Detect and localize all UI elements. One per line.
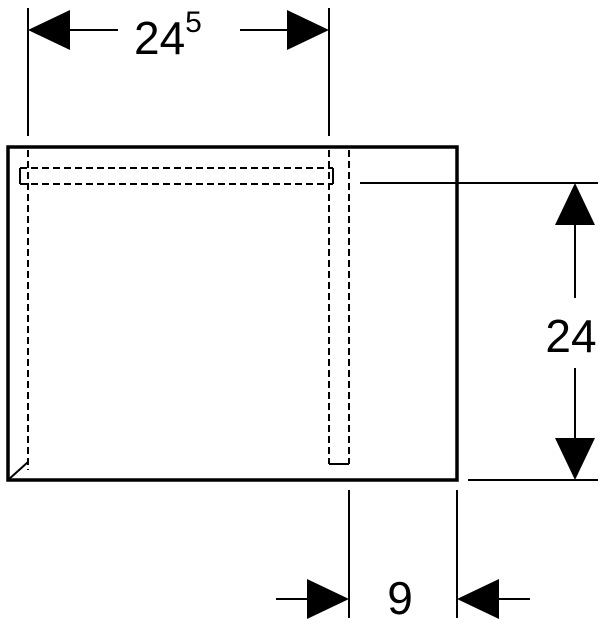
- bottom-arrow-left: [307, 579, 349, 619]
- top-arrow-left: [28, 10, 70, 50]
- bottom-arrow-right: [457, 579, 499, 619]
- top-width-label: 245: [134, 6, 202, 64]
- right-arrow-top: [555, 183, 595, 225]
- top-width-superscript: 5: [185, 6, 202, 39]
- right-arrow-bottom: [555, 438, 595, 480]
- top-width-main: 24: [134, 12, 185, 64]
- bottom-depth-label: 9: [387, 572, 413, 624]
- right-height-label: 24: [545, 310, 596, 362]
- corner-slant: [7, 461, 29, 481]
- cabinet-body: [6, 145, 459, 482]
- top-arrow-right: [287, 10, 329, 50]
